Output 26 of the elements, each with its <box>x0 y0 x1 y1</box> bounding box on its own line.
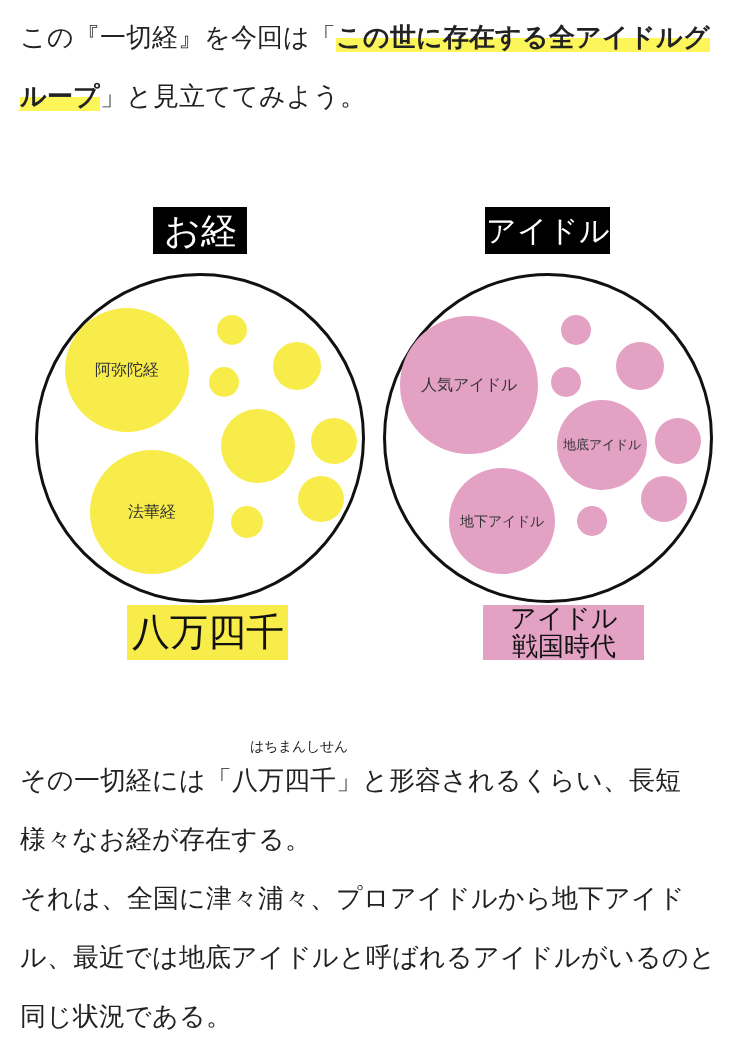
bubble <box>217 315 247 345</box>
bubble: 法華経 <box>90 450 214 574</box>
bubble: 阿弥陀経 <box>65 308 189 432</box>
bubble <box>209 367 239 397</box>
heading-label: お経 <box>153 207 247 254</box>
bubble <box>561 315 591 345</box>
caption-label: アイドル戦国時代 <box>483 605 644 660</box>
circle-outline <box>383 273 713 603</box>
paragraph: その一切経には「八万四千」と形容されるくらい、長短様々なお経が存在する。 <box>20 764 682 856</box>
bubble <box>311 418 357 464</box>
caption-label: 八万四千 <box>127 605 288 660</box>
heading-label: アイドル <box>485 207 610 254</box>
bubble <box>298 476 344 522</box>
bubble <box>551 367 581 397</box>
bubble: 地下アイドル <box>449 468 555 574</box>
paragraph: それは、全国に津々浦々、プロアイドルから地下アイドル、最近では地底アイドルと呼ばれるアイドルがいるのと同じ状況である。 <box>20 882 717 1033</box>
bubble <box>231 506 263 538</box>
circle-outline <box>35 273 365 603</box>
bubble <box>641 476 687 522</box>
bubble <box>577 506 607 536</box>
bubble: 人気アイドル <box>400 316 538 454</box>
bubble: 地底アイドル <box>557 400 647 490</box>
bubble <box>616 342 664 390</box>
ruby-text: はちまんしせん <box>250 738 348 754</box>
bubble <box>655 418 701 464</box>
bubble <box>273 342 321 390</box>
